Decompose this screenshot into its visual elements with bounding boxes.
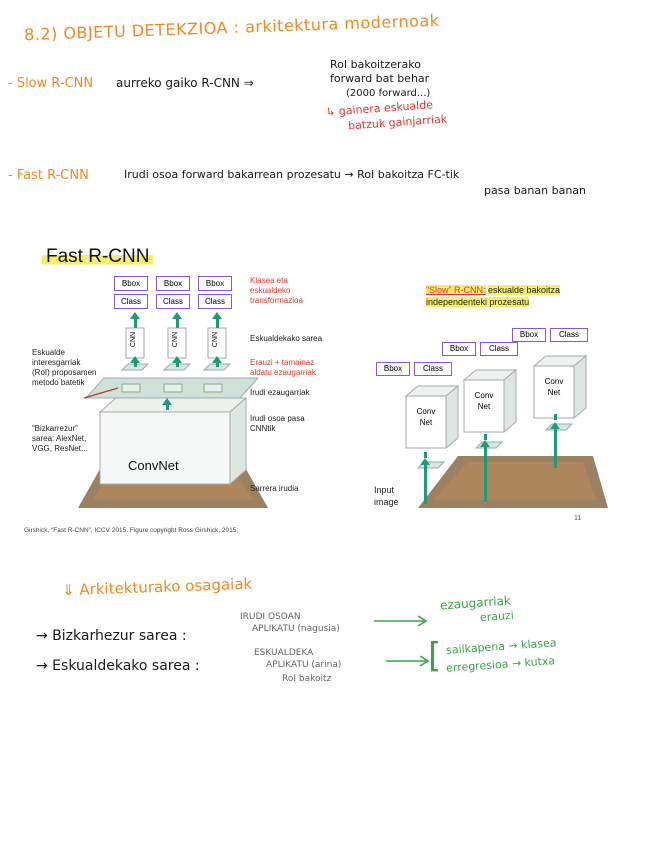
- convnet-small-1: Conv Net: [416, 407, 436, 427]
- fast-rcnn-label: - Fast R-CNN: [8, 168, 89, 183]
- arrow-stem: [216, 318, 219, 328]
- slow-class-1: Class: [414, 362, 452, 376]
- class-box-2: Class: [156, 294, 190, 309]
- convnet-cube-front: [99, 411, 231, 485]
- label-roi-proposals: Eskualde interesgarriak (RoI) proposamen…: [32, 348, 97, 387]
- slow-rcnn-title: “Slow” R-CNN: eskualde bakoitza independ…: [426, 284, 566, 308]
- arrow-up-icon: [480, 440, 490, 447]
- label-crop-resize: Erauzi + tamainaz aldatu ezaugarriak: [250, 358, 316, 377]
- convnet-cube-side: [229, 396, 247, 486]
- arrow-up-icon: [212, 312, 222, 319]
- arrow-up-icon: [172, 356, 182, 363]
- label-backbone: “Bizkarrezur” sarea: AlexNet, VGG, ResNe…: [32, 424, 88, 453]
- slow-class-2: Class: [480, 342, 518, 356]
- arrow-right-icon: [386, 655, 430, 667]
- arrow-up-icon: [130, 356, 140, 363]
- arrow-up-icon: [162, 398, 172, 405]
- convnet-label: ConvNet: [128, 458, 179, 473]
- region-note-3: RoI bakoitz: [282, 674, 332, 684]
- slow-bbox-1: Bbox: [376, 362, 410, 376]
- label-class-transform: Klasea eta eskualdeko transformazioa: [250, 276, 303, 305]
- arrow-up-icon: [130, 312, 140, 319]
- arrow-up-icon: [420, 458, 430, 465]
- region-result-2: erregresioa → kutxa: [445, 654, 556, 675]
- arrow-right-icon: [374, 615, 428, 627]
- backbone-result-2: erauzi: [479, 608, 515, 625]
- slow-bbox-2: Bbox: [442, 342, 476, 356]
- arrow-stem: [424, 464, 427, 504]
- citation: Girshick, “Fast R-CNN”, ICCV 2015. Figur…: [24, 527, 239, 534]
- label-input-image: Sarrera irudia: [250, 484, 299, 493]
- arrow-stem: [134, 362, 137, 367]
- bbox-box-1: Bbox: [114, 276, 148, 291]
- arch-heading: ⇓ Arkitekturako osagaiak: [61, 574, 253, 600]
- arrow-stem: [134, 318, 137, 328]
- label-region-net: Eskualdekako sarea: [250, 334, 323, 343]
- slide-title: Fast R-CNN: [42, 246, 154, 268]
- page-title: 8.2) OBJETU DETEKZIOA : arkitektura mode…: [23, 10, 440, 45]
- page-number: 11: [574, 515, 582, 522]
- bbox-box-2: Bbox: [156, 276, 190, 291]
- slow-rcnn-desc: aurreko gaiko R-CNN ⇒: [116, 76, 254, 90]
- convnet-cube-top: [98, 397, 248, 413]
- arrow-up-icon: [172, 312, 182, 319]
- convnet-small-3: Conv Net: [544, 377, 564, 397]
- fast-rcnn-slide: Fast R-CNN: [18, 238, 616, 540]
- fast-rcnn-diagram: [78, 327, 608, 508]
- region-label: → Eskualdekako sarea :: [36, 658, 200, 674]
- fast-rcnn-desc-2: pasa banan banan: [484, 184, 587, 197]
- class-box-3: Class: [198, 294, 232, 309]
- convnet-small-2: Conv Net: [474, 391, 494, 411]
- region-note-2: APLIKATU (arina): [266, 660, 342, 670]
- backbone-note-1: IRUDI OSOAN: [240, 612, 301, 622]
- arrow-stem: [484, 434, 487, 440]
- arrow-stem: [484, 446, 487, 502]
- fast-rcnn-desc: Irudi osoa forward bakarrean prozesatu →…: [124, 168, 460, 181]
- arrow-up-icon: [550, 422, 560, 429]
- arrow-up-icon: [212, 356, 222, 363]
- label-whole-image: Irudi osoa pasa CNNtik: [250, 414, 305, 433]
- cnn-label-1: CNN: [130, 331, 138, 348]
- arrow-stem: [176, 362, 179, 367]
- arrow-stem: [424, 452, 427, 458]
- bracket-icon: [: [428, 636, 442, 676]
- backbone-label: → Bizkarhezur sarea :: [36, 628, 187, 644]
- slow-bbox-3: Bbox: [512, 328, 546, 342]
- slow-note-3: (2000 forward...): [346, 88, 431, 99]
- arrow-stem: [216, 362, 219, 367]
- arrow-stem: [166, 404, 169, 410]
- class-box-1: Class: [114, 294, 148, 309]
- arrow-stem: [554, 414, 557, 420]
- cnn-label-3: CNN: [212, 331, 220, 348]
- label-image-features: Irudi ezaugarriak: [250, 388, 310, 397]
- slow-class-3: Class: [550, 328, 588, 342]
- region-note-1: ESKUALDEKA: [254, 648, 314, 658]
- slow-rcnn-title-text: “Slow” R-CNN:: [426, 285, 486, 295]
- bbox-box-3: Bbox: [198, 276, 232, 291]
- slow-note-1: RoI bakoitzerako: [330, 58, 421, 71]
- arrow-stem: [554, 428, 557, 468]
- arrow-stem: [176, 318, 179, 328]
- input-image-label: Input image: [374, 485, 399, 507]
- region-result-1: sailkapena → klasea: [445, 636, 557, 657]
- slow-note-2: forward bat behar: [330, 72, 430, 85]
- slow-rcnn-label: - Slow R-CNN: [8, 76, 94, 91]
- cnn-label-2: CNN: [172, 331, 180, 348]
- backbone-note-2: APLIKATU (nagusia): [252, 624, 340, 634]
